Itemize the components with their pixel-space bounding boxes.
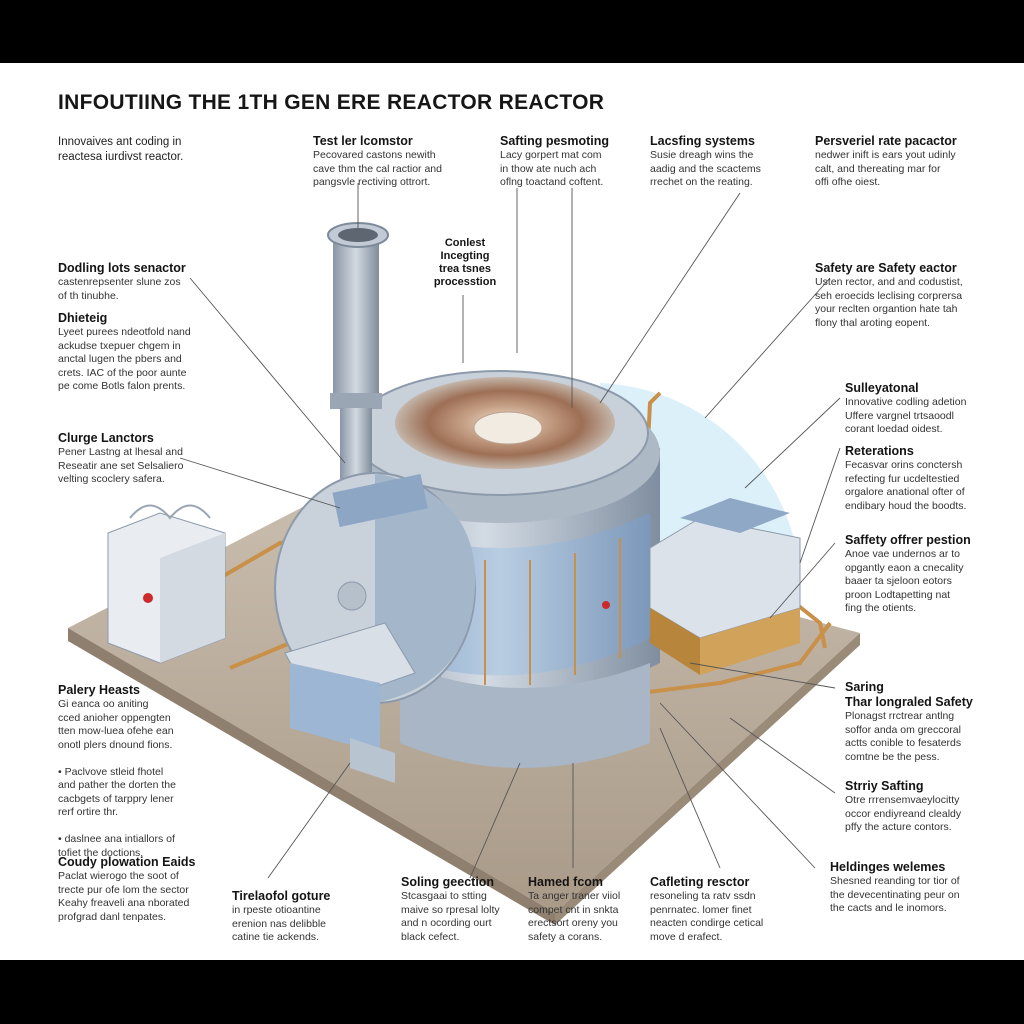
core-hub [473, 411, 543, 445]
callout-heading: Saring Thar longraled Safety [845, 680, 973, 709]
callout-sulleyatonal: Sulleyatonal Innovative codling adetion … [845, 381, 1015, 437]
callout-heading: Test ler lcomstor [313, 134, 413, 148]
callout-heading: Soling geection [401, 875, 495, 889]
callout-soling: Soling geection Stcasgaai to stting maiv… [401, 875, 531, 944]
callout-body: Anoe vae undernos ar to opgantly eaon a … [845, 548, 964, 614]
callout-body: Paclat wierogo the soot of trecte pur of… [58, 870, 190, 923]
callout-dhieteig: Dhieteig Lyeet purees ndeotfold nand ack… [58, 311, 268, 394]
callout-reterations: Reterations Fecasvar orins conctersh ref… [845, 444, 1015, 513]
callout-heading: Strriy Safting [845, 779, 924, 793]
floor-edge-right [555, 633, 860, 925]
vessel-base-plinth [400, 663, 650, 768]
stack-lower [340, 408, 372, 478]
callout-heading: Safety are Safety eactor [815, 261, 957, 275]
callout-persveriel: Persveriel rate pacactor nedwer inift is… [815, 134, 1015, 190]
callout-heading: Dhieteig [58, 311, 108, 325]
callout-heading: Reterations [845, 444, 914, 458]
callout-body: nedwer inift is ears yout udinly calt, a… [815, 149, 956, 188]
callout-body: in rpeste otioantine erenion nas delibbl… [232, 904, 326, 943]
callout-coudy: Coudy plowation Eaids Paclat wierogo the… [58, 855, 268, 924]
exhaust-stack [333, 235, 379, 403]
callout-body: Stcasgaai to stting maive so rpresal lol… [401, 890, 500, 943]
callout-body: Pecovared castons newith cave thm the ca… [313, 149, 442, 188]
callout-body: Gi eanca oo aniting cced anioher oppengt… [58, 698, 176, 859]
bottom-letterbox [0, 960, 1024, 1024]
callout-saffety-offrer: Saffety offrer pestion Anoe vae undernos… [845, 533, 1015, 616]
callout-dodling: Dodling lots senactor castenrepsenter sl… [58, 261, 258, 303]
turbine-drum-side [375, 473, 476, 703]
callout-heading: Heldinges welemes [830, 860, 946, 874]
module-tank-side [650, 608, 700, 675]
callout-clurge: Clurge Lanctors Pener Lastng at lhesal a… [58, 431, 268, 487]
diagram-canvas: INFOUTIING THE 1TH GEN ERE REACTOR REACT… [0, 63, 1024, 960]
callout-body: Susie dreagh wins the aadig and the scac… [650, 149, 761, 188]
callout-tirelaofol: Tirelaofol goture in rpeste otioantine e… [232, 889, 392, 945]
callout-body: Usten rector, and and codustist, seh ero… [815, 276, 963, 329]
page-title: INFOUTIING THE 1TH GEN ERE REACTOR REACT… [58, 91, 605, 114]
aux-unit-coils [129, 504, 211, 520]
callout-safety-are: Safety are Safety eactor Usten rector, a… [815, 261, 1015, 330]
callout-heading: Sulleyatonal [845, 381, 919, 395]
callout-heading: Saffety offrer pestion [845, 533, 971, 547]
callout-heading: Coudy plowation Eaids [58, 855, 196, 869]
callout-heading: Cafleting resctor [650, 875, 750, 889]
callout-hamed: Hamed fcom Ta anger traner viiol compet … [528, 875, 648, 944]
callout-body: Lacy gorpert mat com in thow ate nuch ac… [500, 149, 604, 188]
module-tank-bank [700, 608, 800, 675]
callout-body: Lyeet purees ndeotfold nand ackudse txep… [58, 326, 191, 392]
stack-collar [330, 393, 382, 409]
aux-unit-valve-icon [143, 593, 153, 603]
callout-conlest: Conlest Incegting trea tsnes processtion [425, 237, 505, 289]
callout-heading: Persveriel rate pacactor [815, 134, 957, 148]
callout-cafleting: Cafleting resctor resoneling ta ratv ssd… [650, 875, 790, 944]
reactor-illustration [68, 183, 860, 925]
floor-edge-left [68, 628, 555, 925]
callout-body: Ta anger traner viiol compet cnt in snkt… [528, 890, 621, 943]
console-cabinet [290, 663, 380, 753]
callout-test-ler: Test ler lcomstor Pecovared castons newi… [313, 134, 483, 190]
callout-strriy: Strriy Safting Otre rrrensemvaeylocitty … [845, 779, 1015, 835]
turbine-hub [337, 581, 367, 611]
callout-palery: Palery Heasts Gi eanca oo aniting cced a… [58, 683, 258, 860]
callout-safting-pesmoting: Safting pesmoting Lacy gorpert mat com i… [500, 134, 640, 190]
callout-body: Fecasvar orins conctersh refecting fur u… [845, 459, 967, 512]
module-roof-panel [680, 498, 790, 533]
callout-body: Plonagst rrctrear antlng soffor anda om … [845, 710, 962, 763]
callout-heading: Palery Heasts [58, 683, 141, 697]
callout-tl-intro: Innovaives ant coding in reactesa iurdiv… [58, 135, 278, 165]
callout-heading: Clurge Lanctors [58, 431, 154, 445]
callout-heading: Hamed fcom [528, 875, 604, 889]
pipe-valve-icon [602, 601, 610, 609]
aux-unit-side [160, 533, 225, 663]
callout-heading: Safting pesmoting [500, 134, 610, 148]
stack-opening [338, 228, 378, 242]
console-steps [350, 738, 395, 783]
callout-body: castenrepsenter slune zos of th tinubhe. [58, 276, 181, 302]
top-letterbox [0, 0, 1024, 63]
callout-body: resoneling ta ratv ssdn penrnatec. lomer… [650, 890, 764, 943]
callout-body: Pener Lastng at lhesal and Reseatir ane … [58, 446, 184, 485]
callout-heading: Tirelaofol goture [232, 889, 331, 903]
callout-saring: Saring Thar longraled Safety Plonagst rr… [845, 680, 1015, 764]
callout-lacsfing-systems: Lacsfing systems Susie dreagh wins the a… [650, 134, 800, 190]
callout-heldinges: Heldinges welemes Shesned reanding tor t… [830, 860, 1015, 916]
callout-body: Innovative codling adetion Uffere vargne… [845, 396, 967, 435]
callout-body: Innovaives ant coding in reactesa iurdiv… [58, 136, 184, 163]
callout-heading: Lacsfing systems [650, 134, 755, 148]
callout-heading: Conlest Incegting trea tsnes processtion [433, 237, 497, 288]
turbine-roof-panels [332, 474, 428, 527]
callout-body: Shesned reanding tor tior of the devecen… [830, 875, 960, 914]
callout-leader-lines [179, 183, 841, 879]
callout-heading: Dodling lots senactor [58, 261, 186, 275]
callout-body: Otre rrrensemvaeylocitty occor endiyrean… [845, 794, 962, 833]
